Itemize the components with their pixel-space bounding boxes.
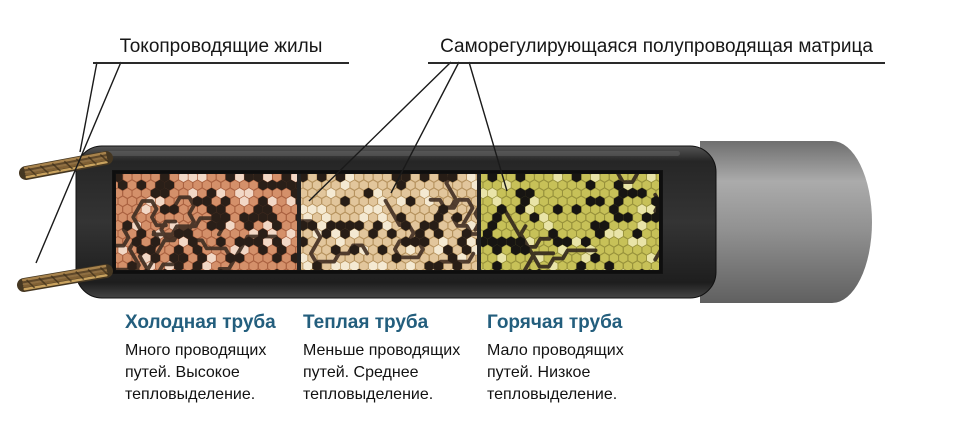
warm-pipe-block: Теплая труба Меньше проводящих путей. Ср…	[303, 312, 481, 406]
warm-pipe-description: Меньше проводящих путей. Среднее тепловы…	[303, 342, 461, 404]
cold-pipe-description: Много проводящих путей. Высокое тепловыд…	[125, 342, 267, 404]
conductor-wires	[17, 151, 113, 292]
hot-pipe-title: Горячая труба	[487, 312, 623, 333]
hot-pipe-block: Горячая труба Мало проводящих путей. Низ…	[487, 312, 665, 406]
cold-pipe-block: Холодная труба Много проводящих путей. В…	[125, 312, 303, 406]
section-separators	[112, 170, 663, 274]
cold-pipe-title: Холодная труба	[125, 312, 276, 333]
hot-pipe-description: Мало проводящих путей. Низкое тепловыдел…	[487, 342, 624, 404]
outer-sheath	[700, 141, 872, 303]
label-self-regulating-matrix: Саморегулирующаяся полупроводящая матриц…	[428, 34, 885, 64]
label-conductive-cores: Токопроводящие жилы	[93, 34, 349, 64]
warm-pipe-title: Теплая труба	[303, 312, 429, 333]
matrix-sections	[116, 174, 659, 270]
leader-lines	[35, 61, 508, 264]
